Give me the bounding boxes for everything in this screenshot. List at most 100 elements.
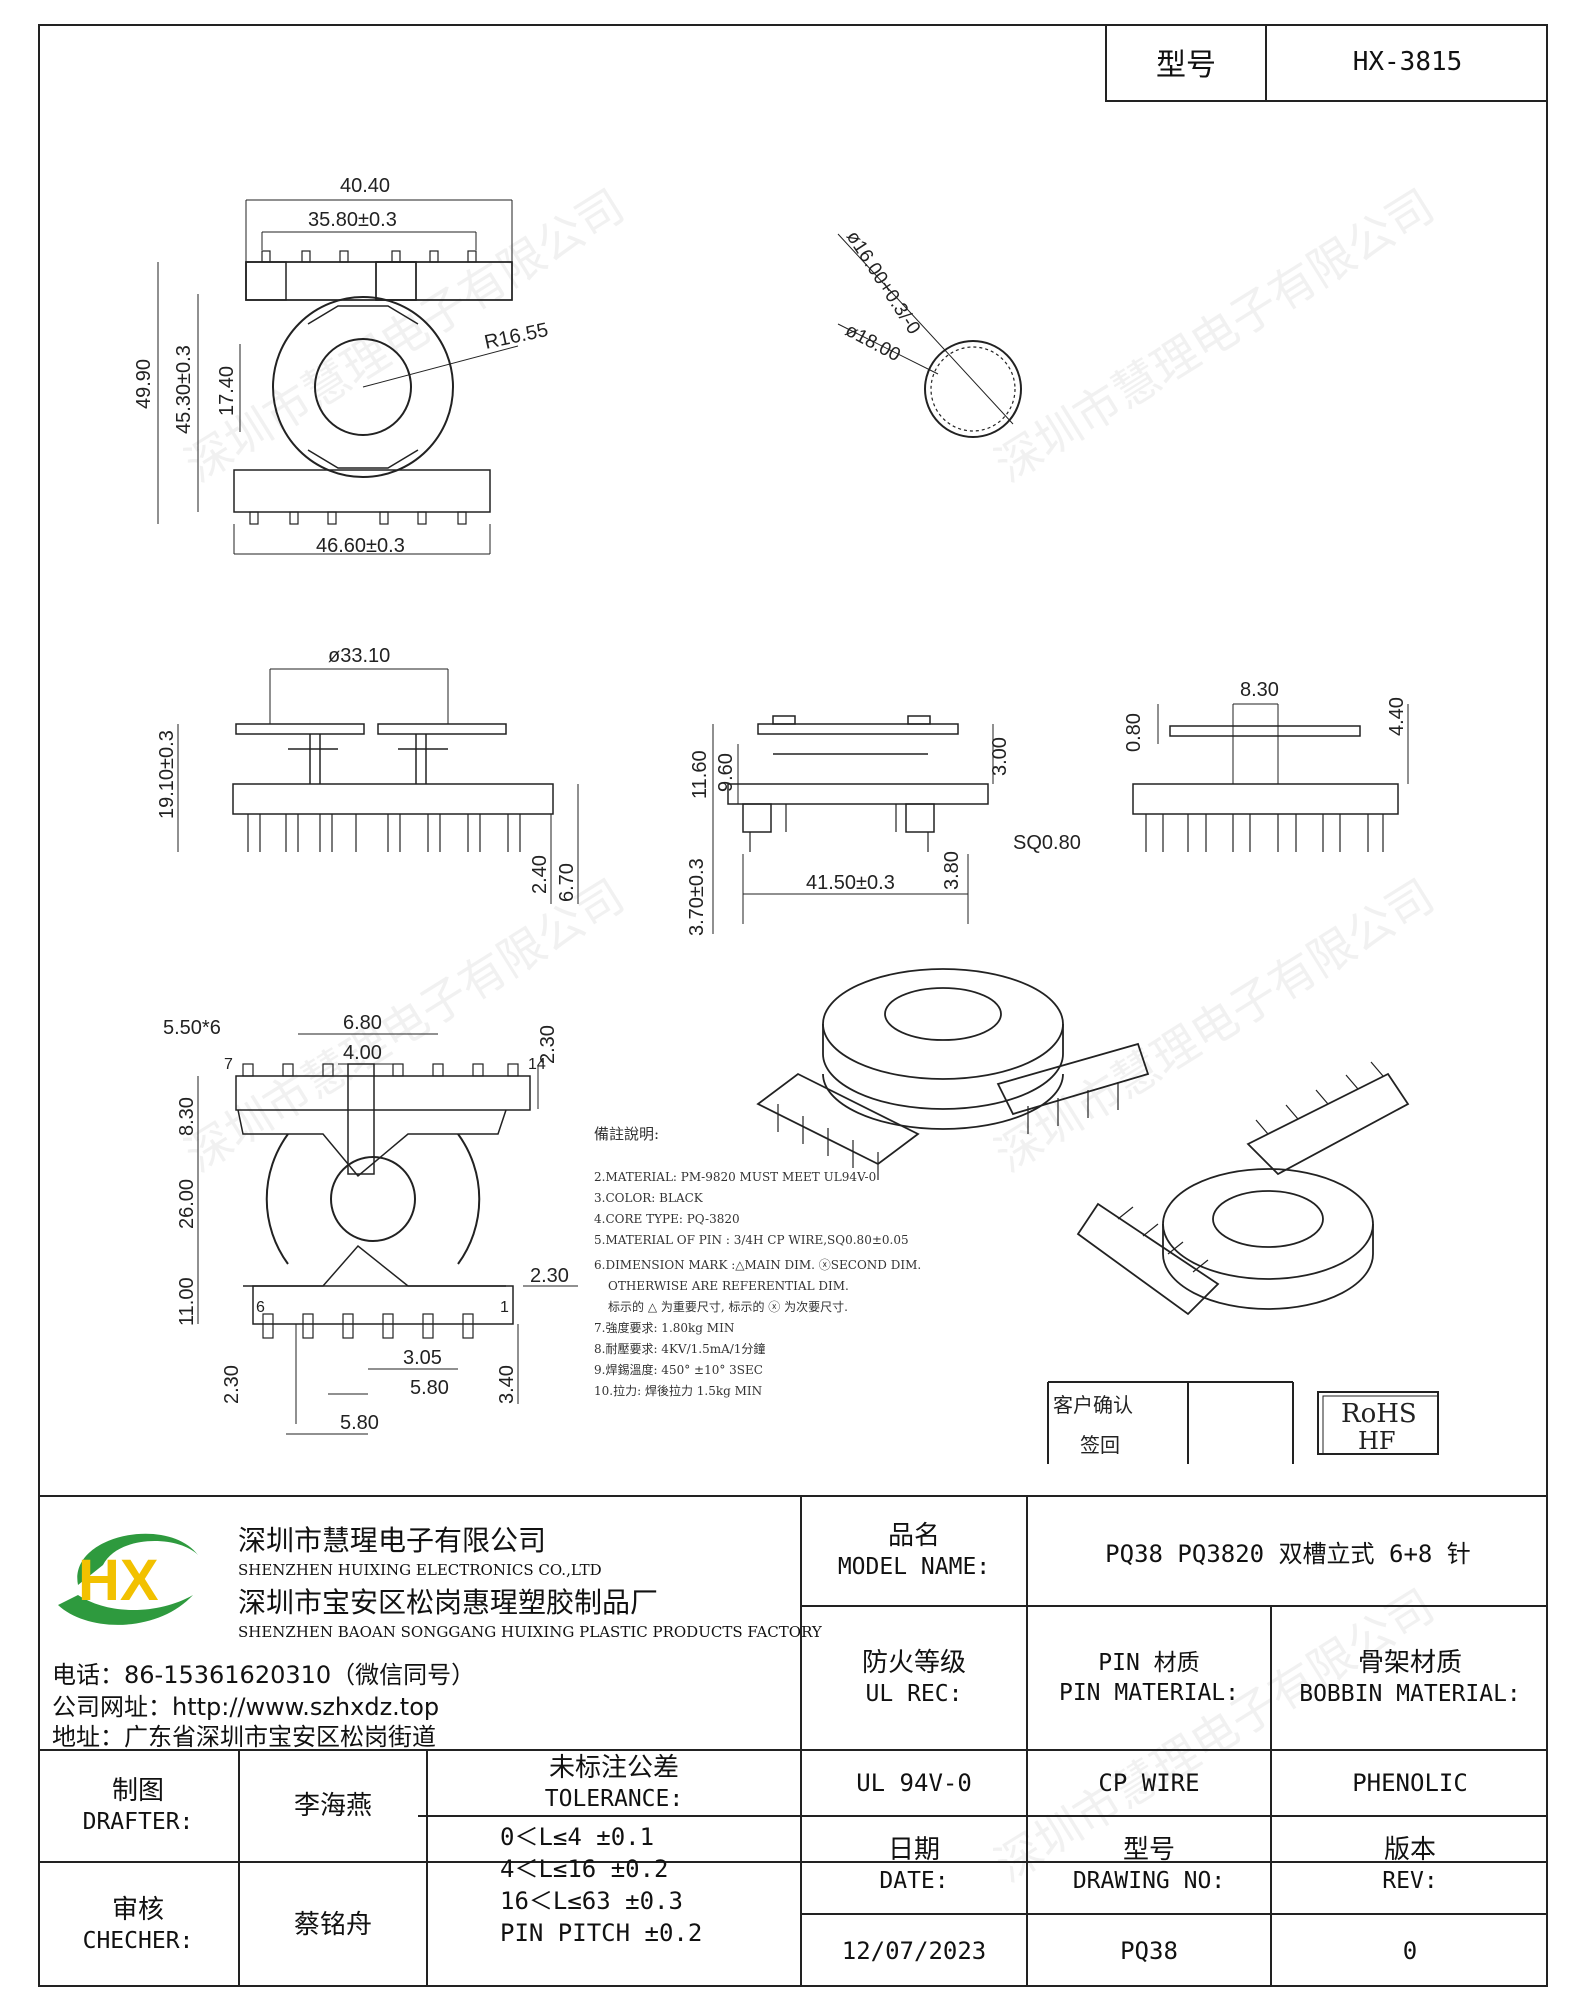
confirm-label: 客户确认 [1053,1394,1133,1417]
model-value: HX-3815 [1352,47,1463,77]
tolerance-line: PIN PITCH ±0.2 [500,1919,703,1947]
dim-label: SQ0.80 [1013,832,1081,854]
note-line: 5.MATERIAL OF PIN : 3/4H CP WIRE,SQ0.80±… [594,1233,909,1247]
pin-number: 1 [500,1299,509,1316]
company-website[interactable]: 公司网址：http://www.szhxdz.top [52,1693,440,1721]
bobbin-material-label: 骨架材质 BOBBIN MATERIAL: [1299,1648,1521,1707]
dim-label: 46.60±0.3 [316,535,405,557]
dim-label: 26.00 [176,1179,198,1229]
note-line: 标示的 △ 为重要尺寸, 标示的 ⓧ 为次要尺寸. [608,1300,848,1314]
note-line: 10.拉力: 焊後拉力 1.5kg MIN [594,1384,763,1398]
title-block: HX 深圳市慧瑆电子有限公司 SHENZHEN HUIXING ELECTRON… [38,1495,1548,1987]
notes-title: 備註說明: [594,1125,660,1143]
dim-label: 2.30 [221,1365,243,1404]
dim-label: 4.40 [1386,697,1408,736]
pin-number: 14 [528,1056,546,1073]
note-line: 8.耐壓要求: 4KV/1.5mA/1分鐘 [594,1342,766,1356]
isometric-view-top [756,968,1150,1180]
dim-label: 3.70±0.3 [686,858,708,936]
confirm-sign-label: 签回 [1080,1434,1120,1457]
checker-value: 蔡铭舟 [293,1910,372,1940]
dim-label: ø18.00 [842,320,904,366]
dim-label: 11.60 [689,750,711,799]
dim-label: 6.70 [556,863,578,902]
drawing-sheet [38,24,1548,1987]
customer-confirm-box: 客户确认 签回 [1047,1381,1294,1464]
dim-label: 11.00 [176,1277,198,1326]
dim-label: 40.40 [340,175,390,197]
drafter-label: 制图 DRAFTER: [82,1776,194,1835]
dim-label: 45.30±0.3 [173,345,195,434]
circle-view: ø16.00+0.3/-0 ø18.00 [837,227,1022,438]
drawing-no-label: 型号 DRAWING NO: [1072,1835,1226,1894]
dim-label: 2.40 [529,855,551,894]
tolerance-line: 4＜L≤16 ±0.2 [500,1855,669,1883]
top-view: 40.40 35.80±0.3 49.90 45.30±0.3 17.40 R1… [133,175,550,557]
dim-label: 6.80 [343,1012,382,1034]
dim-label: 17.40 [216,366,238,416]
dim-label: 5.80 [410,1377,449,1399]
note-line: 7.強度要求: 1.80kg MIN [594,1321,735,1335]
company-name-cn: 深圳市慧瑆电子有限公司 [238,1524,547,1557]
model-header-box: 型号 HX-3815 [1105,24,1548,102]
dim-label: 41.50±0.3 [806,872,895,894]
dim-label: 3.05 [403,1347,442,1369]
drafter-value: 李海燕 [293,1791,372,1821]
dim-label: 5.80 [340,1412,379,1434]
model-label: 型号 [1107,24,1267,100]
note-line: 9.焊錫溫度: 450° ±10° 3SEC [594,1363,763,1377]
checker-label: 审核 CHECHER: [82,1895,194,1954]
note-line: 2.MATERIAL: PM-9820 MUST MEET UL94V-0 [594,1170,877,1184]
note-line: 3.COLOR: BLACK [594,1191,703,1205]
dim-label: 3.80 [941,851,963,890]
dim-label: 4.00 [343,1042,382,1064]
company-logo: HX [58,1533,198,1625]
tolerance-list: 0＜L≤4 ±0.1 4＜L≤16 ±0.2 16＜L≤63 ±0.3 PIN … [500,1821,702,1949]
dim-label: 3.40 [496,1365,518,1404]
note-line: 6.DIMENSION MARK :△MAIN DIM. ⓧSECOND DIM… [594,1258,922,1272]
dim-label: 19.10±0.3 [156,730,178,819]
note-line: 4.CORE TYPE: PQ-3820 [594,1212,740,1226]
front-view: ø33.10 19.10±0.3 2.40 6.70 [156,645,579,904]
dim-label: 2.30 [537,1025,559,1064]
technical-drawing: 40.40 35.80±0.3 49.90 45.30±0.3 17.40 R1… [133,175,1439,1464]
dim-label: 9.60 [715,753,737,792]
rev-value: 0 [1402,1937,1418,1965]
model-name-label: 品名 MODEL NAME: [837,1521,991,1580]
ul-rec-value: UL 94V-0 [856,1769,972,1797]
dim-label: 8.30 [176,1097,198,1136]
tolerance-line: 16＜L≤63 ±0.3 [500,1887,683,1915]
tolerance-line: 0＜L≤4 ±0.1 [500,1823,655,1851]
tolerance-label: 未标注公差 TOLERANCE: [544,1753,684,1812]
factory-name-cn: 深圳市宝安区松岗惠瑆塑胶制品厂 [238,1586,659,1619]
side-view: 11.60 9.60 3.00 3.80 SQ0.80 41.50±0.3 3.… [686,715,1081,936]
pin-material-label: PIN 材质 PIN MATERIAL: [1058,1650,1239,1706]
company-address: 地址：广东省深圳市宝安区松岗街道 [52,1723,436,1751]
dim-label: 8.30 [1240,679,1279,701]
bottom-view: 5.50*6 6.80 4.00 2.30 8.30 26.00 11.00 2… [163,1012,578,1435]
note-line: OTHERWISE ARE REFERENTIAL DIM. [608,1279,849,1293]
bobbin-material-value: PHENOLIC [1352,1769,1468,1797]
company-phone: 电话：86-15361620310（微信同号） [52,1661,476,1689]
dim-label: 35.80±0.3 [308,209,397,231]
date-value: 12/07/2023 [841,1937,987,1965]
dim-label: 0.80 [1123,713,1145,752]
model-name-value: PQ38 PQ3820 双槽立式 6+8 针 [1105,1539,1471,1568]
dim-label: ø33.10 [328,645,390,667]
drawing-no-value: PQ38 [1120,1937,1178,1965]
company-name-en: SHENZHEN HUIXING ELECTRONICS CO.,LTD [238,1561,602,1579]
rohs-box: RoHS HF [1317,1391,1439,1455]
date-label: 日期 DATE: [879,1835,949,1894]
dim-label: R16.55 [482,319,550,354]
factory-name-en: SHENZHEN BAOAN SONGGANG HUIXING PLASTIC … [238,1623,822,1641]
dim-label: 49.90 [133,359,155,409]
isometric-view-bottom [1076,1061,1410,1316]
dim-label: 5.50*6 [163,1017,221,1039]
pin-material-value: CP WIRE [1098,1769,1200,1797]
rev-label: 版本 REV: [1382,1835,1438,1894]
pin-number: 7 [224,1056,233,1073]
right-view: 8.30 0.80 4.40 [1123,679,1409,852]
hf-label: HF [1358,1427,1396,1455]
ul-rec-label: 防火等级 UL REC: [861,1648,966,1707]
pin-number: 6 [256,1299,265,1316]
